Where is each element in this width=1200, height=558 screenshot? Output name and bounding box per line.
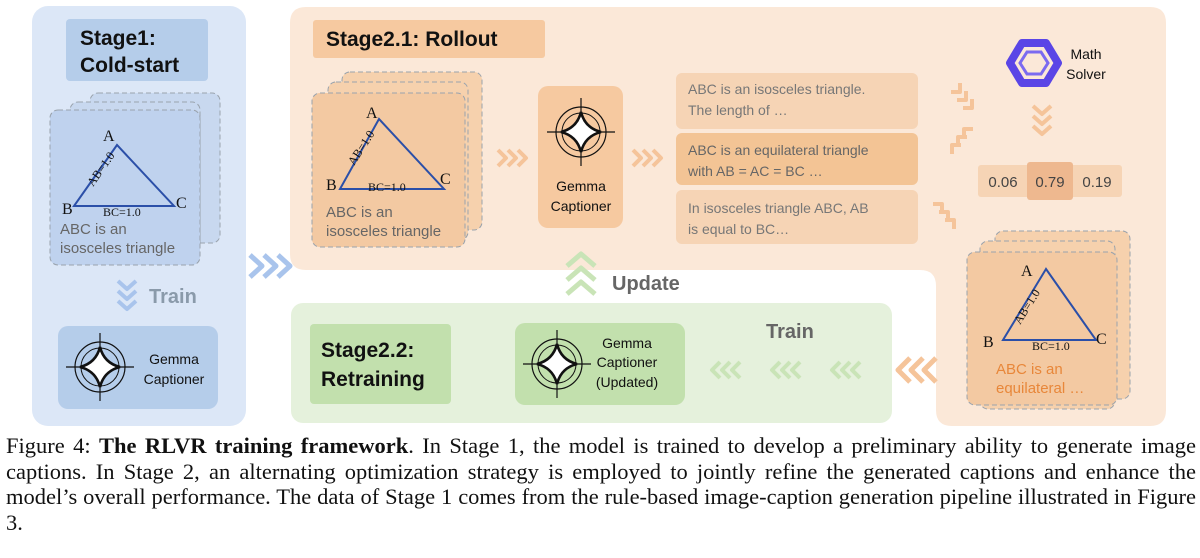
- score-3: 0.19: [1082, 174, 1111, 191]
- rollout-title: Stage2.1: Rollout: [326, 28, 498, 51]
- rollout-arrow-2: [631, 148, 663, 168]
- selected-side-bc: BC=1.0: [1032, 339, 1070, 353]
- retraining-train-label: Train: [766, 321, 814, 343]
- selected-vertex-a: A: [1021, 263, 1033, 280]
- stage1-down-arrow: [116, 279, 138, 311]
- candidate-2: [676, 133, 918, 185]
- stage1-captioner-line2: Captioner: [144, 371, 205, 387]
- rollout-image-stack: [311, 71, 483, 248]
- rollout-title-box: [313, 20, 545, 58]
- retraining-panel: Stage2.2: Retraining Gemma Captioner (Up…: [291, 303, 892, 423]
- stage1-caption-line2: isosceles triangle: [60, 240, 175, 257]
- update-label: Update: [612, 273, 680, 295]
- retrain-arrows: [710, 360, 862, 380]
- stage1-title-line2: Cold-start: [80, 54, 179, 77]
- updated-captioner-line3: (Updated): [596, 374, 658, 390]
- stage1-title-line1: Stage1:: [80, 27, 156, 50]
- rollout-captioner-line2: Captioner: [551, 198, 612, 214]
- candidate-1-line1: ABC is an isosceles triangle.: [688, 81, 865, 97]
- selected-score-box: [1027, 162, 1073, 200]
- updated-captioner: Gemma Captioner (Updated): [515, 323, 685, 405]
- rollout-captioner-line1: Gemma: [556, 178, 606, 194]
- figure-caption-body: . In Stage 1, the model is trained to de…: [6, 433, 1196, 535]
- selected-vertex-c: C: [1096, 331, 1107, 348]
- from-solver-arrow: [950, 127, 973, 154]
- candidate-captions: ABC is an isosceles triangle. The length…: [676, 73, 918, 244]
- stage1-panel: Stage1: Cold-start A B C AB=1.0 BC=1.0 A…: [32, 6, 246, 426]
- stage1-train-label: Train: [149, 286, 197, 308]
- selected-vertex-b: B: [983, 334, 994, 351]
- rollout-image-caption-line2: isosceles triangle: [326, 223, 441, 240]
- candidate-3: [676, 190, 918, 244]
- rollout-image-caption-line1: ABC is an: [326, 204, 393, 221]
- vertex-a: A: [103, 128, 115, 145]
- selected-image-stack: [966, 230, 1131, 410]
- retraining-title-line2: Retraining: [321, 368, 425, 391]
- side-bc-label: BC=1.0: [103, 205, 141, 219]
- rollout-arrow-1: [496, 148, 528, 168]
- candidate-1-line2: The length of …: [688, 102, 788, 118]
- score-1: 0.06: [988, 174, 1017, 191]
- vertex-c: C: [176, 195, 187, 212]
- math-solver-line2: Solver: [1066, 66, 1106, 82]
- solver-down-arrow: [1031, 104, 1053, 136]
- retraining-title-line1: Stage2.2:: [321, 339, 414, 362]
- candidate-3-line1: In isosceles triangle ABC, AB: [688, 200, 869, 216]
- reward-scores: 0.06 0.79 0.19: [978, 162, 1122, 200]
- update-arrow: [565, 251, 597, 296]
- rollout-captioner: Gemma Captioner: [538, 86, 623, 228]
- stage1-caption-line1: ABC is an: [60, 221, 127, 238]
- math-solver-line1: Math: [1070, 46, 1101, 62]
- updated-captioner-line1: Gemma: [602, 335, 652, 351]
- to-solver-arrow: [951, 83, 974, 110]
- retraining-title-box: [310, 324, 451, 404]
- rollout-side-bc: BC=1.0: [368, 180, 406, 194]
- math-solver-logo-icon: [1006, 39, 1062, 87]
- math-solver: Math Solver: [1006, 39, 1106, 87]
- vertex-b: B: [62, 201, 73, 218]
- selected-caption-line2: equilateral …: [996, 380, 1084, 397]
- selected-to-retrain-arrow: [895, 356, 938, 384]
- candidate-1: [676, 73, 918, 129]
- candidate-3-line2: is equal to BC…: [688, 221, 789, 237]
- score-2: 0.79: [1035, 174, 1064, 191]
- figure-caption-prefix: Figure 4:: [6, 433, 99, 458]
- rollout-vertex-a: A: [366, 105, 378, 122]
- stage1-captioner-line1: Gemma: [149, 351, 199, 367]
- figure-caption-title: The RLVR training framework: [98, 433, 409, 458]
- candidate-2-line2: with AB = AC = BC …: [687, 163, 823, 179]
- stage1-title-box: [66, 19, 208, 81]
- stage2-panel: Stage2.1: Rollout A B C AB=1.0 BC=1.0 AB…: [290, 7, 1166, 426]
- figure-caption: Figure 4: The RLVR training framework. I…: [6, 433, 1196, 535]
- updated-captioner-line2: Captioner: [597, 354, 658, 370]
- stage1-to-stage2-arrow: [248, 253, 293, 279]
- candidate-2-line1: ABC is an equilateral triangle: [688, 142, 869, 158]
- rlvr-diagram: Stage1: Cold-start A B C AB=1.0 BC=1.0 A…: [32, 6, 1166, 426]
- to-selected-arrow: [933, 202, 956, 229]
- selected-caption-line1: ABC is an: [996, 361, 1063, 378]
- rollout-vertex-b: B: [326, 177, 337, 194]
- stage1-captioner: Gemma Captioner: [58, 326, 218, 409]
- rollout-vertex-c: C: [440, 171, 451, 188]
